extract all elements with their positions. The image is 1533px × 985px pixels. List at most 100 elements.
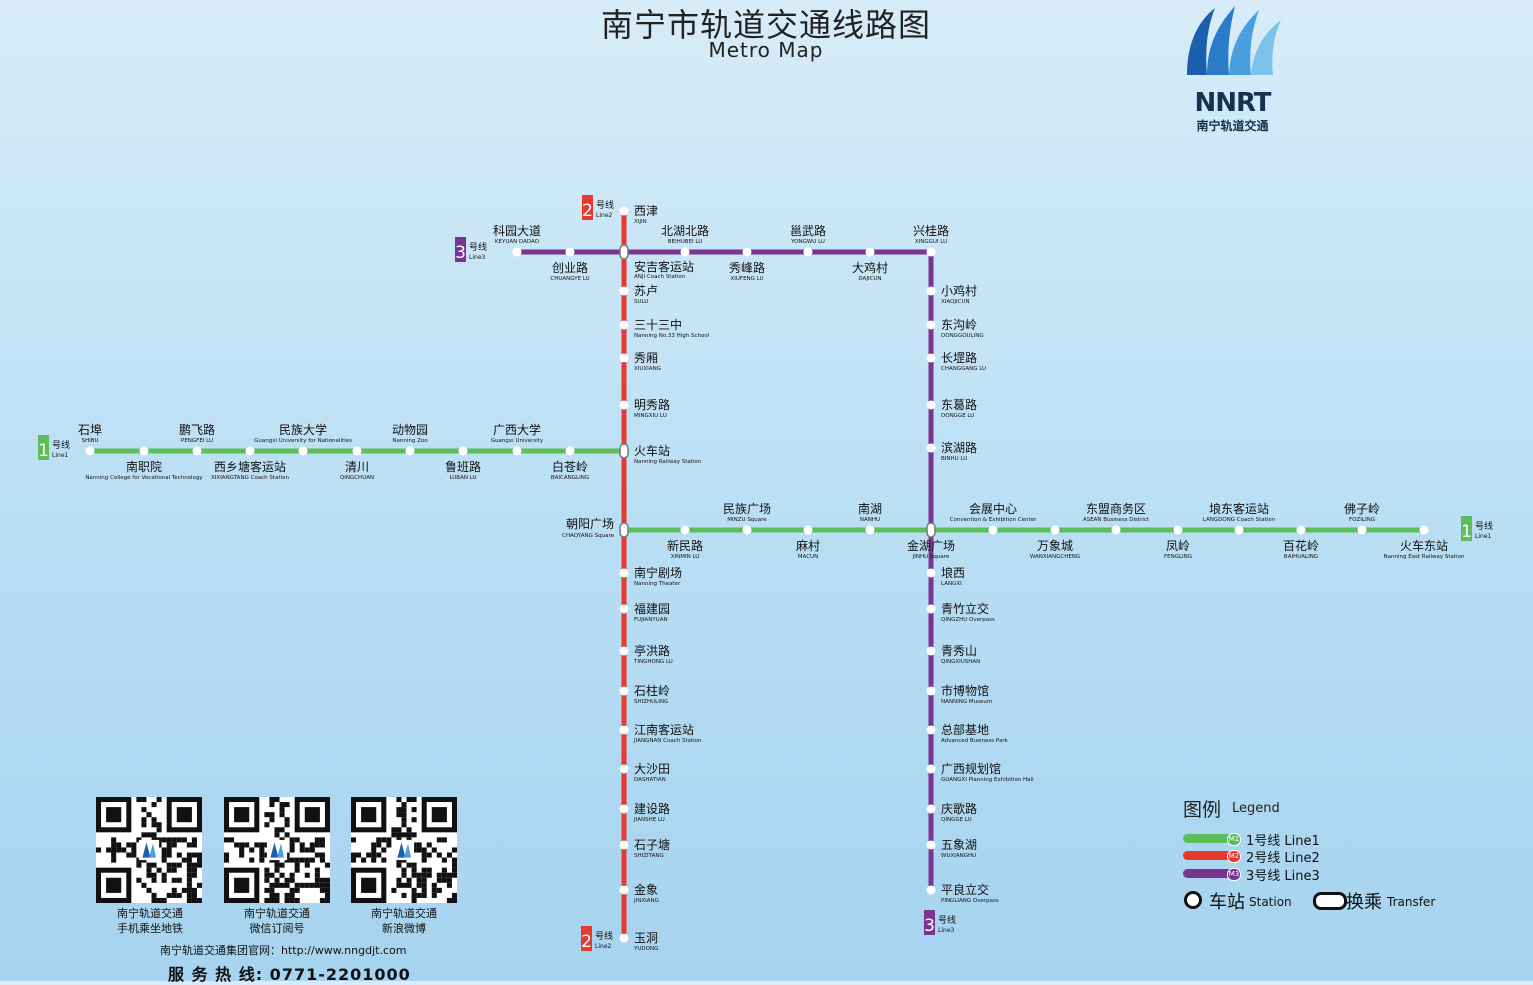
station-dot-icon[interactable] <box>926 725 936 735</box>
station-dot-icon[interactable] <box>865 525 875 535</box>
station-dot-icon[interactable] <box>619 604 629 614</box>
station-dot-icon[interactable] <box>619 206 629 216</box>
station-dot-icon[interactable] <box>926 400 936 410</box>
station-dot-icon[interactable] <box>926 804 936 814</box>
station-dot-icon[interactable] <box>619 885 629 895</box>
station-dot-icon[interactable] <box>680 525 690 535</box>
qr-code-icon[interactable] <box>351 797 457 903</box>
station-dot-icon[interactable] <box>245 446 255 456</box>
station-dot-icon[interactable] <box>742 525 752 535</box>
station-dot-icon[interactable] <box>1357 525 1367 535</box>
station-dot-icon[interactable] <box>926 686 936 696</box>
website-link[interactable]: 南宁轨道交通集团官网：http://www.nngdjt.com <box>160 944 407 957</box>
transfer-icon[interactable] <box>926 522 936 538</box>
station-dot-icon[interactable] <box>619 568 629 578</box>
station-dot-icon[interactable] <box>192 446 202 456</box>
station-dot-icon[interactable] <box>619 400 629 410</box>
transfer-icon[interactable] <box>619 522 629 538</box>
station-dot-icon[interactable] <box>1050 525 1060 535</box>
station-dot-icon[interactable] <box>619 804 629 814</box>
station-dot-icon[interactable] <box>352 446 362 456</box>
transfer-icon[interactable] <box>619 443 629 459</box>
station-dot-icon[interactable] <box>926 353 936 363</box>
station-dot-icon[interactable] <box>926 443 936 453</box>
station-dot-icon[interactable] <box>512 247 522 257</box>
station-dot-icon[interactable] <box>1234 525 1244 535</box>
station-dot-icon[interactable] <box>619 840 629 850</box>
station-dot-icon[interactable] <box>1296 525 1306 535</box>
station-dot-icon[interactable] <box>619 686 629 696</box>
station-dot-icon[interactable] <box>619 286 629 296</box>
station-dot-icon[interactable] <box>803 525 813 535</box>
station-dot-icon[interactable] <box>926 764 936 774</box>
station-dot-icon[interactable] <box>619 646 629 656</box>
station-dot-icon[interactable] <box>926 568 936 578</box>
station-dot-icon[interactable] <box>926 286 936 296</box>
station-dot-icon[interactable] <box>1419 525 1429 535</box>
station-dot-icon[interactable] <box>926 840 936 850</box>
qr-code-icon[interactable] <box>96 797 202 903</box>
station-dot-icon[interactable] <box>1111 525 1121 535</box>
station-dot-icon[interactable] <box>803 247 813 257</box>
station-dot-icon[interactable] <box>988 525 998 535</box>
station-dot-icon[interactable] <box>619 725 629 735</box>
station-dot-icon[interactable] <box>85 446 95 456</box>
station-dot-icon[interactable] <box>926 646 936 656</box>
station-dot-icon[interactable] <box>742 247 752 257</box>
station-dot-icon[interactable] <box>565 446 575 456</box>
station-dot-icon[interactable] <box>926 885 936 895</box>
station-dot-icon[interactable] <box>926 604 936 614</box>
station-dot-icon[interactable] <box>865 247 875 257</box>
station-dot-icon[interactable] <box>512 446 522 456</box>
qr-code-icon[interactable] <box>224 797 330 903</box>
station-dot-icon[interactable] <box>619 353 629 363</box>
